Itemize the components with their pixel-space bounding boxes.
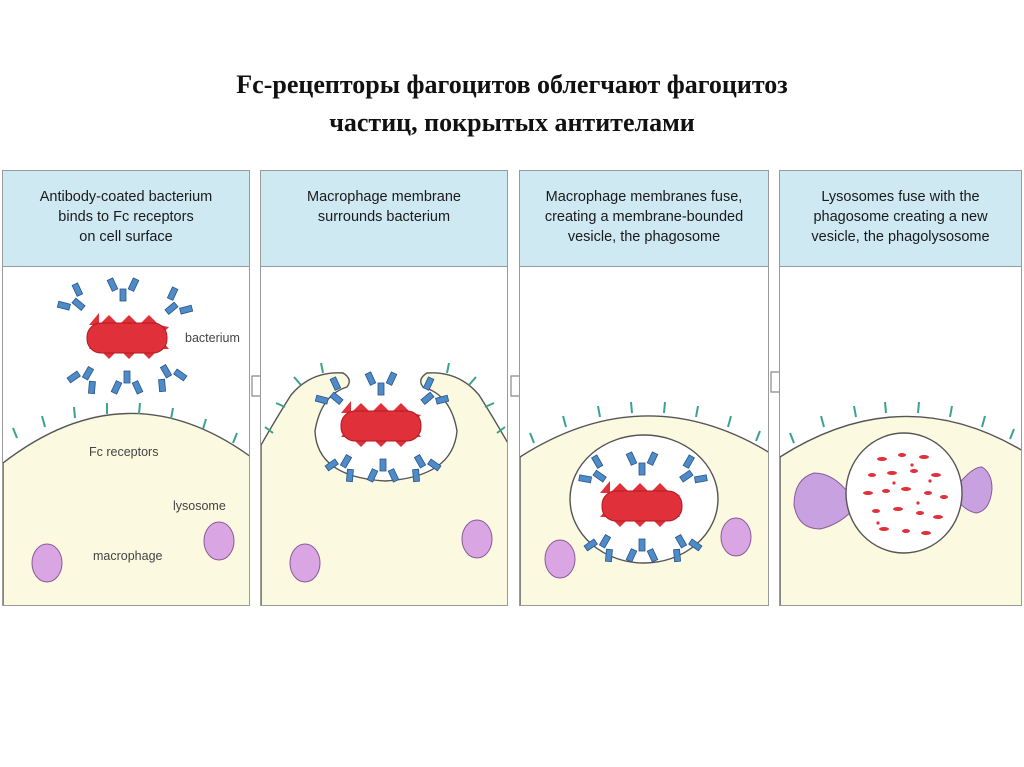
- caption-line: surrounds bacterium: [317, 209, 451, 225]
- lysosome-fusing-icon: [957, 466, 993, 514]
- title-line-1: Fc-рецепторы фагоцитов облегчают фагоцит…: [236, 70, 788, 99]
- panel-2-illustration: [261, 362, 507, 605]
- antibody-icons: [578, 451, 708, 563]
- panel-3-caption: Macrophage membranes fuse, creating a me…: [520, 171, 768, 267]
- caption-line: phagosome creating a new: [813, 209, 988, 225]
- bacterium-icon: [600, 481, 683, 527]
- bacterium-icon: [86, 313, 169, 359]
- panel-1-caption: Antibody-coated bacterium binds to Fc re…: [3, 171, 249, 267]
- caption-line: on cell surface: [79, 229, 173, 245]
- lysosome-icon: [720, 517, 752, 557]
- fc-receptors: [264, 362, 506, 434]
- lysosome-icon: [203, 521, 235, 561]
- macrophage-cell: [261, 372, 507, 605]
- panel-3-illustration: [520, 401, 768, 605]
- caption-line: vesicle, the phagosome: [567, 229, 721, 245]
- panel-1-illustration: bacterium Fc receptors lysosome macropha…: [3, 277, 249, 605]
- lysosome-icon: [461, 519, 493, 559]
- slide-title: Fc-рецепторы фагоцитов облегчают фагоцит…: [0, 66, 1024, 142]
- caption-line: Macrophage membrane: [307, 189, 461, 205]
- caption-line: Lysosomes fuse with the: [821, 189, 980, 205]
- label-lysosome: lysosome: [173, 499, 226, 513]
- label-bacterium: bacterium: [185, 331, 240, 345]
- phagolysosome-vesicle: [845, 432, 963, 554]
- lysosome-icon: [289, 543, 321, 583]
- panel-1-scene: bacterium Fc receptors lysosome macropha…: [3, 267, 249, 605]
- panel-4-caption: Lysosomes fuse with the phagosome creati…: [780, 171, 1021, 267]
- caption-line: Antibody-coated bacterium: [39, 189, 213, 205]
- panel-4-phagolysosome: Lysosomes fuse with the phagosome creati…: [779, 170, 1022, 606]
- panel-2-engulfing: Macrophage membrane surrounds bacterium: [260, 170, 508, 606]
- fc-receptors: [789, 401, 1015, 444]
- caption-line: creating a membrane-bounded: [544, 209, 744, 225]
- panel-4-illustration: [780, 401, 1021, 605]
- caption-line: Macrophage membranes fuse,: [545, 189, 743, 205]
- caption-line: binds to Fc receptors: [58, 209, 194, 225]
- label-macrophage: macrophage: [93, 549, 163, 563]
- panel-4-scene: [780, 267, 1021, 605]
- bacterium-icon: [340, 401, 422, 447]
- panel-3-scene: [520, 267, 768, 605]
- macrophage-cell: [3, 412, 249, 605]
- fc-receptors: [12, 402, 238, 444]
- label-fc-receptors: Fc receptors: [89, 445, 158, 459]
- lysosome-icon: [544, 539, 576, 579]
- panel-2-scene: [261, 267, 507, 605]
- lysosome-fusing-icon: [793, 472, 853, 530]
- caption-line: vesicle, the phagolysosome: [811, 229, 990, 245]
- panel-1-binding: Antibody-coated bacterium binds to Fc re…: [2, 170, 250, 606]
- bacterial-fragments: [863, 453, 948, 535]
- fc-receptors: [529, 401, 761, 444]
- antibody-icons: [56, 277, 194, 395]
- lysosome-icon: [31, 543, 63, 583]
- panel-2-caption: Macrophage membrane surrounds bacterium: [261, 171, 507, 267]
- title-line-2: частиц, покрытых антителами: [329, 108, 695, 137]
- antibody-icons: [314, 371, 450, 483]
- panel-3-phagosome: Macrophage membranes fuse, creating a me…: [519, 170, 769, 606]
